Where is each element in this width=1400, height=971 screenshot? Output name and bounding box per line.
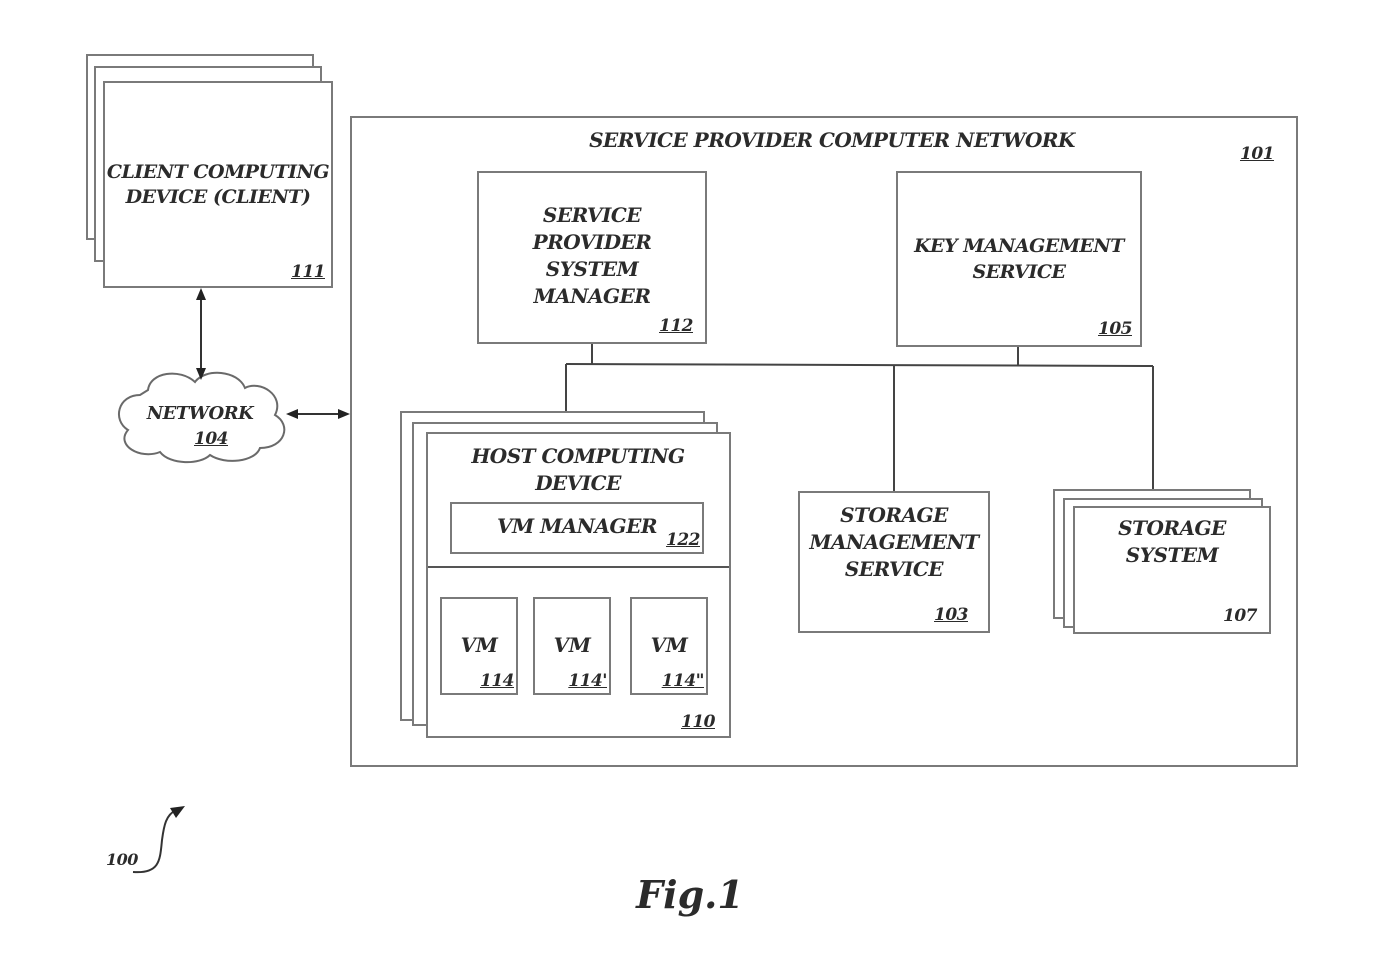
client-device-label-line1: CLIENT COMPUTING	[106, 161, 330, 183]
vm-manager-ref: 122	[666, 530, 701, 550]
arrow-head-left-icon	[286, 409, 298, 419]
figure-caption: Fig.1	[636, 872, 744, 917]
storage-management-box[interactable]: STORAGE MANAGEMENT SERVICE 103	[798, 491, 990, 633]
system-manager-box[interactable]: SERVICE PROVIDER SYSTEM MANAGER 112	[477, 171, 707, 344]
bus-line	[565, 363, 1154, 367]
key-management-label-line1: KEY MANAGEMENT	[914, 235, 1124, 257]
system-manager-ref: 112	[659, 316, 694, 336]
vm-1-ref: 114	[480, 671, 515, 691]
client-device-ref: 111	[291, 262, 326, 282]
service-provider-network-ref: 101	[1240, 144, 1275, 164]
figure-ref-number: 100	[106, 850, 138, 869]
vm-1-label: VM	[460, 633, 498, 657]
vm-box-1[interactable]: VM 114	[440, 597, 518, 695]
host-label-line1: HOST COMPUTING	[471, 444, 685, 468]
vm-box-3[interactable]: VM 114"	[630, 597, 708, 695]
storage-management-label-line3: SERVICE	[844, 557, 944, 581]
network-label: NETWORK	[146, 403, 254, 424]
vm-manager-box[interactable]: VM MANAGER 122	[450, 502, 704, 554]
service-provider-network-label: SERVICE PROVIDER COMPUTER NETWORK	[589, 128, 1075, 152]
client-device-label-line2: DEVICE (CLIENT)	[125, 186, 311, 208]
arrow-head-right-icon	[338, 409, 350, 419]
storage-system-label-line2: SYSTEM	[1125, 543, 1219, 567]
vm-box-2[interactable]: VM 114'	[533, 597, 611, 695]
key-management-ref: 105	[1098, 319, 1133, 339]
system-manager-label-line2: PROVIDER	[532, 230, 652, 254]
storage-management-label-line2: MANAGEMENT	[809, 530, 979, 554]
arrow-head-down-icon	[196, 368, 206, 380]
vm-3-ref: 114"	[661, 671, 705, 691]
vm-manager-label: VM MANAGER	[496, 514, 658, 538]
system-manager-label-line1: SERVICE	[542, 203, 642, 227]
system-manager-label-line3: SYSTEM	[545, 257, 639, 281]
arrow-head-up-icon	[196, 288, 206, 300]
storage-system-box[interactable]: STORAGE SYSTEM 107	[1073, 506, 1271, 634]
storage-management-ref: 103	[934, 605, 969, 625]
storage-system-ref: 107	[1223, 606, 1258, 626]
host-computing-device-box[interactable]: HOST COMPUTING DEVICE VM MANAGER 122 VM …	[426, 432, 731, 738]
key-management-label-line2: SERVICE	[972, 261, 1066, 283]
system-manager-label-line4: MANAGER	[533, 284, 651, 308]
storage-system-label-line1: STORAGE	[1118, 516, 1226, 540]
host-divider	[428, 566, 729, 568]
client-device-box[interactable]: CLIENT COMPUTING DEVICE (CLIENT) 111	[103, 81, 333, 288]
host-ref: 110	[681, 712, 716, 732]
storage-management-label-line1: STORAGE	[840, 503, 948, 527]
key-management-box[interactable]: KEY MANAGEMENT SERVICE 105	[896, 171, 1142, 347]
figure-ref-leader-icon	[132, 809, 177, 874]
network-ref: 104	[194, 429, 229, 449]
vm-3-label: VM	[650, 633, 688, 657]
host-label-line2: DEVICE	[535, 471, 621, 495]
vm-2-ref: 114'	[568, 671, 607, 691]
figure-ref-arrow-head-icon	[170, 806, 185, 818]
vm-2-label: VM	[553, 633, 591, 657]
